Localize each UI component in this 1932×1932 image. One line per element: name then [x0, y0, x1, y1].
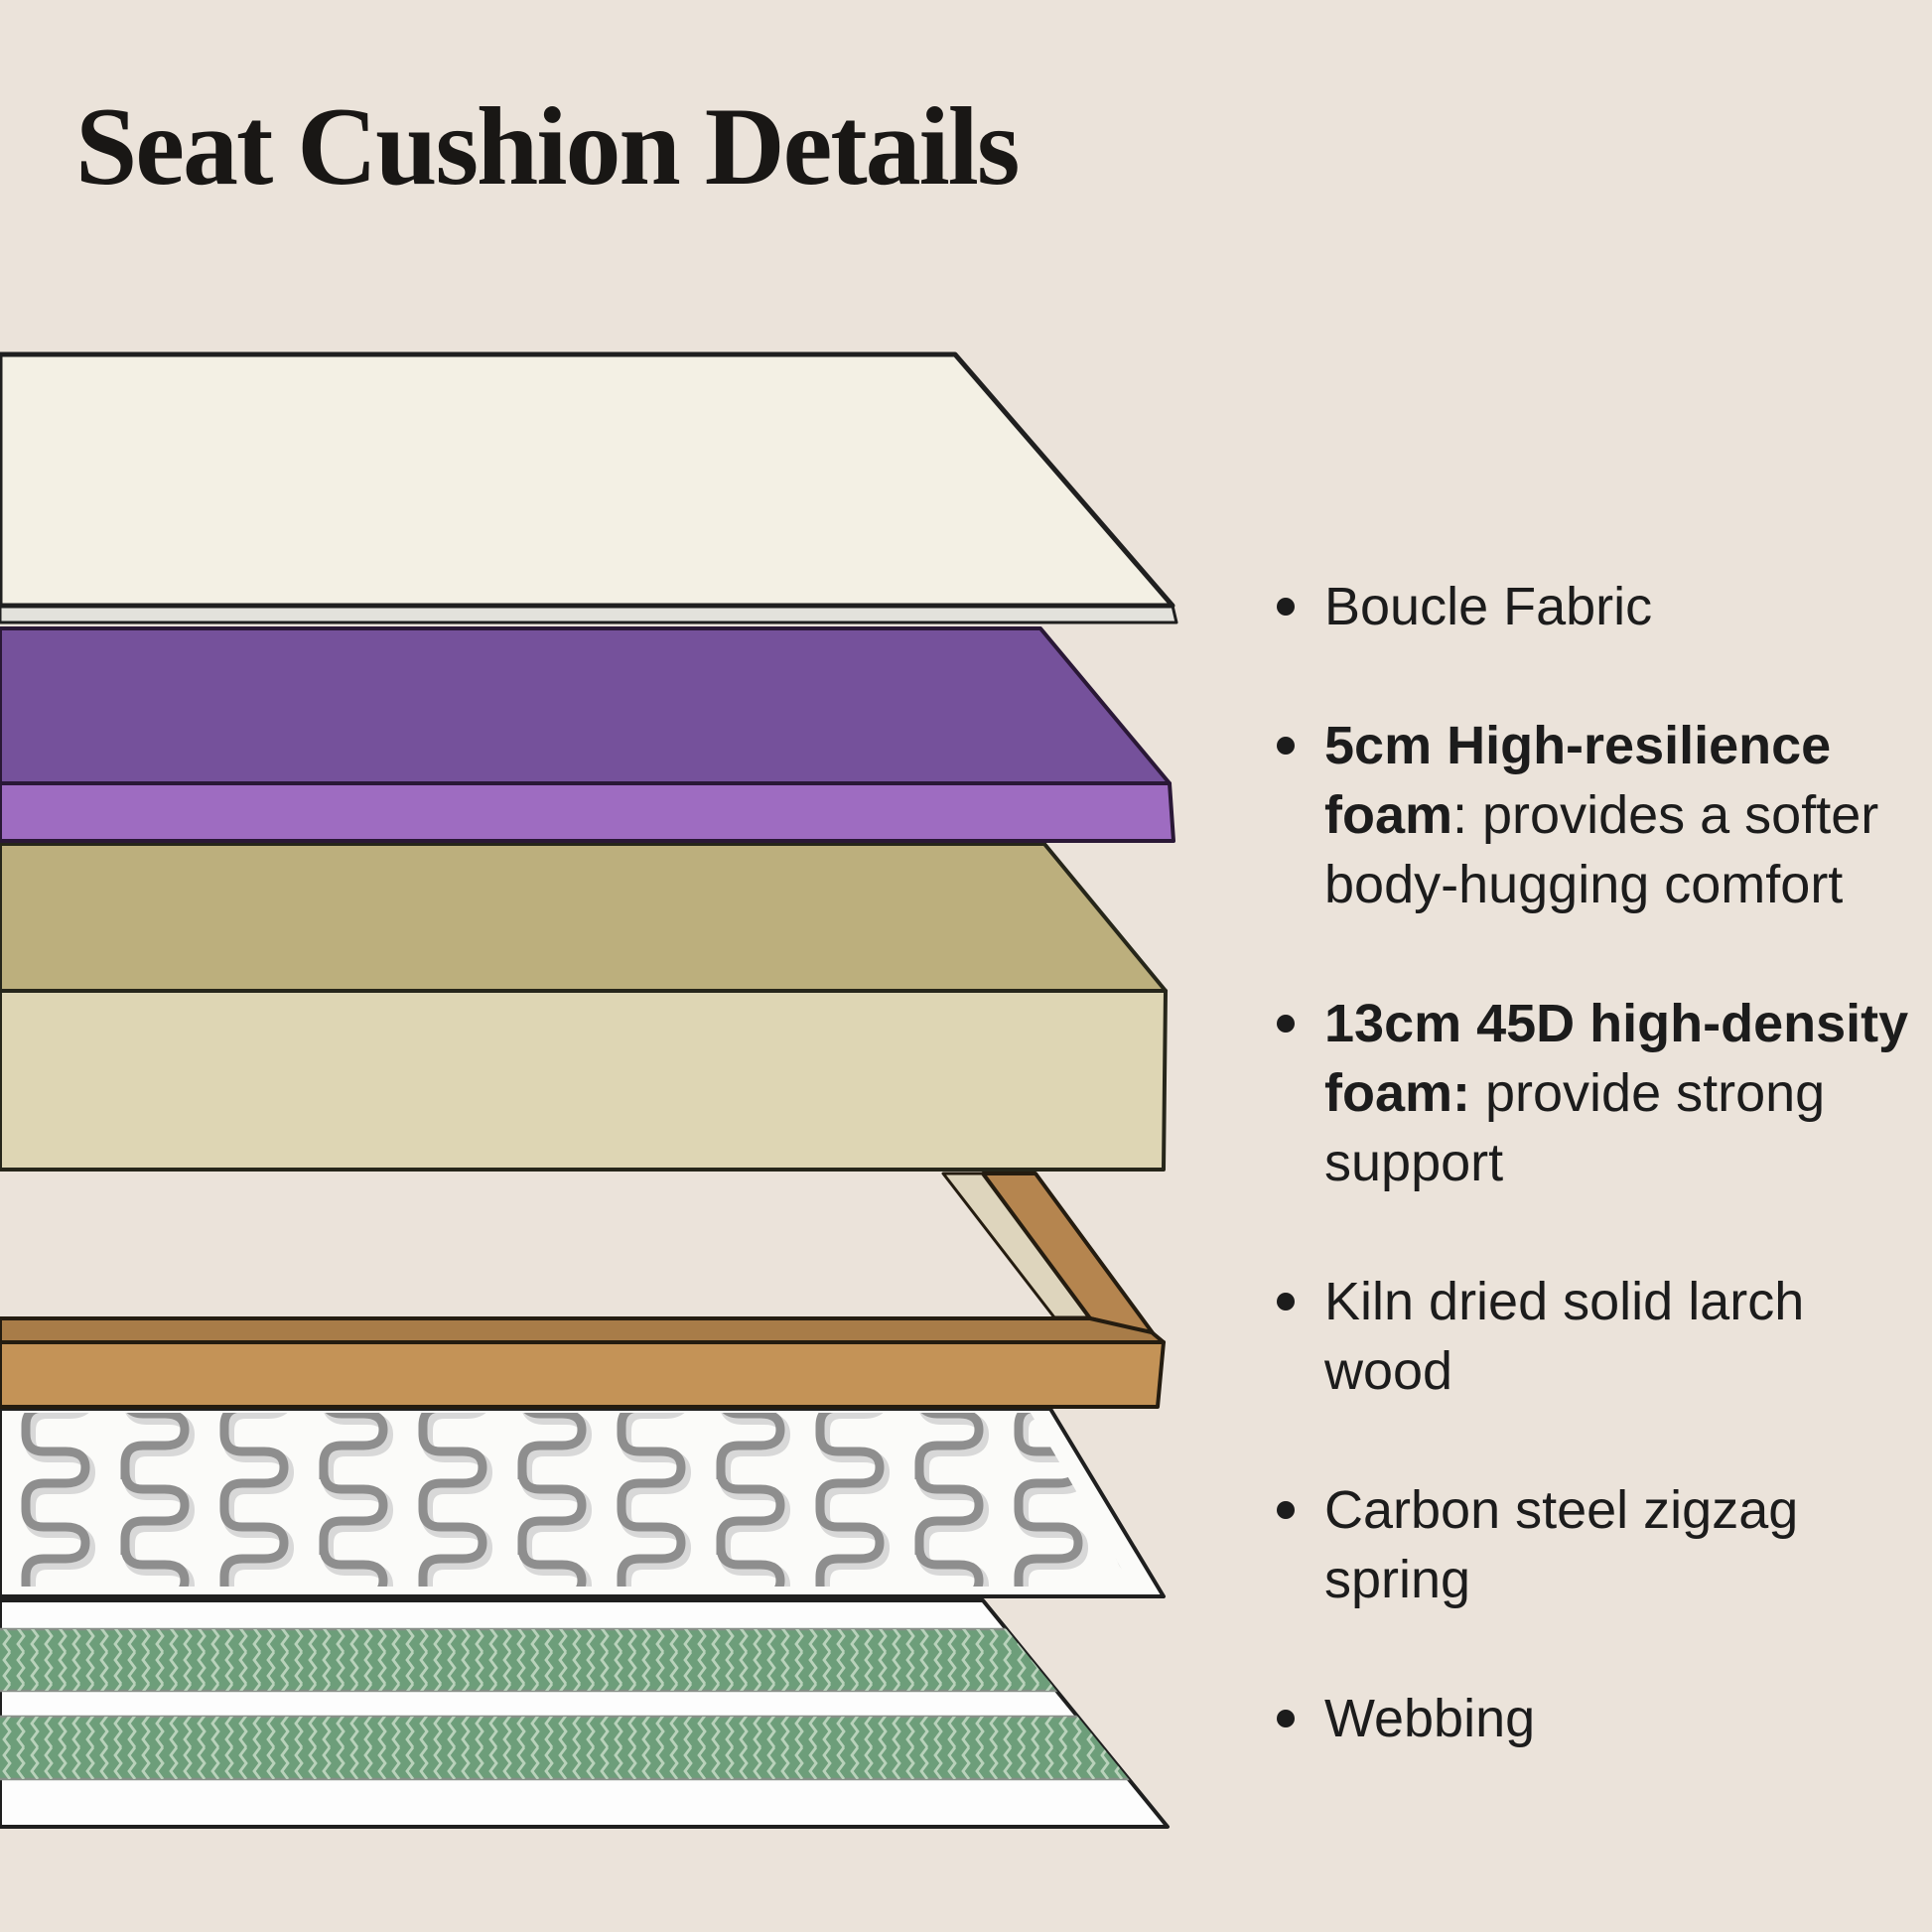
bullet-icon [1277, 1293, 1295, 1311]
bullet-icon [1277, 1501, 1295, 1519]
page-title: Seat Cushion Details [75, 85, 1020, 208]
firm-foam-top-face [0, 842, 1168, 993]
bullet-icon [1277, 598, 1295, 616]
spring-layer [0, 1407, 1166, 1598]
fabric-top-face [0, 351, 1175, 609]
spring-pattern [0, 1413, 1132, 1587]
fabric-layer [0, 351, 1178, 624]
soft-foam-layer [0, 626, 1175, 843]
list-item-text: 13cm 45D high-density foam: provide stro… [1324, 994, 1909, 1192]
bullet-icon [1277, 1015, 1295, 1033]
firm-foam-layer [0, 842, 1168, 1172]
list-item-text: Carbon steel zigzag spring [1324, 1480, 1799, 1609]
list-item-webbing: Webbing [1273, 1684, 1932, 1753]
wood-frame-top-face [0, 1316, 1166, 1344]
list-item-zigzag-spring: Carbon steel zigzag spring [1273, 1475, 1932, 1614]
list-item-boucle-fabric: Boucle Fabric [1273, 572, 1932, 641]
soft-foam-front-face [0, 781, 1175, 843]
wood-frame-layer [0, 1172, 1166, 1409]
list-item-firm-foam: 13cm 45D high-density foam: provide stro… [1273, 989, 1932, 1197]
list-item-larch-wood: Kiln dried solid larch wood [1273, 1267, 1932, 1406]
list-item-text: Kiln dried solid larch wood [1324, 1272, 1805, 1401]
webbing-layer [0, 1598, 1170, 1829]
webbing-strap-texture [0, 1717, 1168, 1779]
fabric-edge [0, 604, 1178, 624]
bullet-icon [1277, 737, 1295, 755]
list-item-text: Boucle Fabric [1324, 577, 1653, 636]
soft-foam-top-face [0, 626, 1172, 785]
wood-frame-front-face [0, 1340, 1166, 1409]
layer-list: Boucle Fabric 5cm High-resilience foam: … [1273, 572, 1932, 1823]
list-item-text: Webbing [1324, 1689, 1536, 1748]
webbing-strap-texture [0, 1629, 1168, 1691]
firm-foam-front-face [0, 989, 1168, 1172]
bullet-icon [1277, 1710, 1295, 1727]
list-item-soft-foam: 5cm High-resilience foam: provides a sof… [1273, 711, 1932, 919]
list-item-text: 5cm High-resilience foam: provides a sof… [1324, 716, 1879, 914]
